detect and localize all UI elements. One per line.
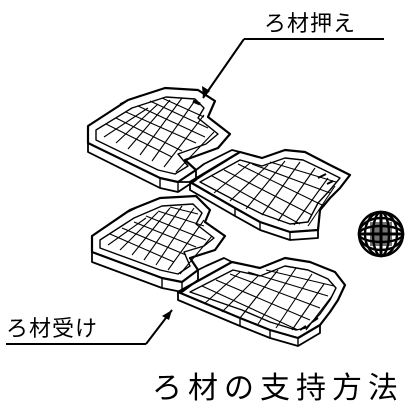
- bottom-plate-left: [90, 194, 227, 293]
- bottom-plate-right: [176, 256, 347, 347]
- top-plate-assembly: [86, 86, 352, 241]
- bottom-plate-assembly: [90, 194, 347, 347]
- bottom-plate-label: ろ材受け: [6, 317, 98, 342]
- bottom-plate-callout: ろ材受け: [6, 309, 173, 345]
- top-plate-label: ろ材押え: [264, 12, 356, 37]
- bottom-plate-arrow-head: [162, 310, 172, 320]
- top-plate-callout: ろ材押え: [202, 12, 384, 99]
- top-plate-leader-line: [202, 38, 245, 99]
- lattice-sphere-icon: [357, 210, 405, 258]
- diagram-caption: ろ材の支持方法: [152, 371, 404, 406]
- top-plate-right: [188, 148, 352, 241]
- top-plate-left: [86, 86, 232, 193]
- top-plate-arrow-head: [202, 86, 210, 98]
